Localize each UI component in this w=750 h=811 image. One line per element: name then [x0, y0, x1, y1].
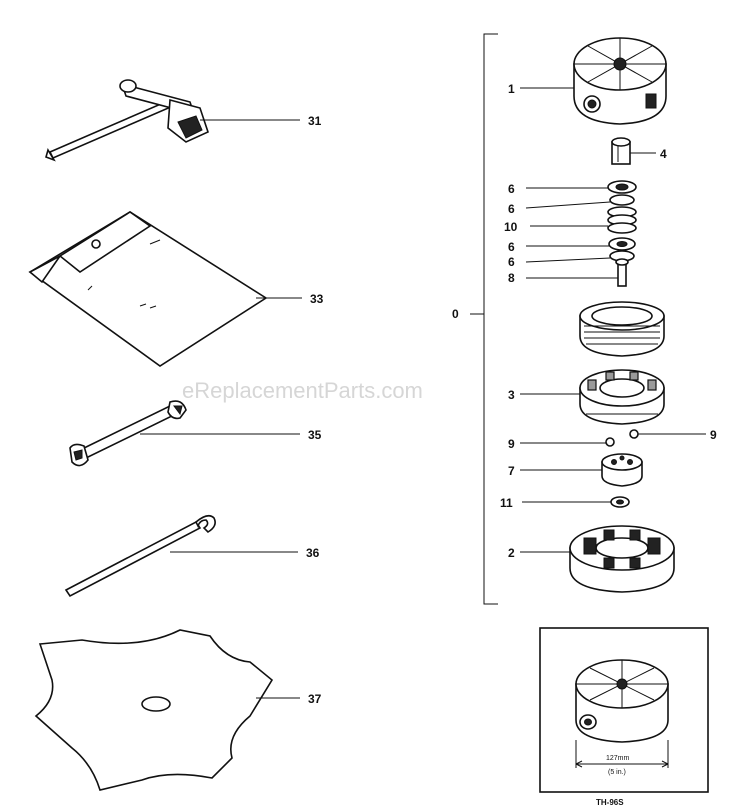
- callout-10: 10: [504, 220, 518, 234]
- callout-8: 8: [508, 271, 515, 285]
- part-37-blade: [34, 629, 274, 791]
- part-2-base: [569, 525, 675, 593]
- part-3-housing: [579, 369, 665, 425]
- part-11-washer: [610, 496, 630, 508]
- callout-6b: 6: [508, 202, 515, 216]
- callout-6c: 6: [508, 240, 515, 254]
- part-6-washer-a: [607, 180, 637, 194]
- part-33-manual: [28, 211, 268, 367]
- inset-assembled-head: 127mm (5 in.): [539, 627, 709, 793]
- part-9-ball-a: [605, 437, 615, 447]
- inset-dimension-in: (5 in.): [608, 769, 626, 776]
- callout-11: 11: [500, 496, 513, 510]
- callout-6d: 6: [508, 255, 515, 269]
- callout-4: 4: [660, 147, 667, 161]
- callout-36: 36: [306, 546, 320, 560]
- part-8-bolt: [615, 258, 629, 287]
- callout-37: 37: [308, 692, 322, 706]
- part-6-washer-c: [608, 237, 636, 251]
- callout-1: 1: [508, 82, 515, 96]
- part-9-ball-b: [629, 429, 639, 439]
- part-4-nut: [611, 137, 631, 165]
- callout-3: 3: [508, 388, 515, 402]
- line-spool: [579, 301, 665, 357]
- part-1-cover: [573, 37, 667, 125]
- part-10-spring: [607, 206, 637, 234]
- part-35-wrench: [69, 400, 187, 467]
- part-31-plug-wrench: [45, 79, 209, 162]
- callout-7: 7: [508, 464, 515, 478]
- callout-33: 33: [310, 292, 324, 306]
- callout-9b: 9: [710, 428, 717, 442]
- callout-9a: 9: [508, 437, 515, 451]
- callout-35: 35: [308, 428, 322, 442]
- leader-6b: [525, 201, 611, 209]
- assembly-bracket: [483, 33, 498, 605]
- inset-dimension-mm: 127mm: [606, 755, 630, 762]
- callout-31: 31: [308, 114, 322, 128]
- callout-2: 2: [508, 546, 515, 560]
- callout-6a: 6: [508, 182, 515, 196]
- part-6-washer-b: [609, 194, 635, 206]
- part-36-hook-rod: [64, 514, 216, 598]
- callout-0: 0: [452, 307, 459, 321]
- part-7-hub: [601, 453, 643, 487]
- watermark-text: eReplacementParts.com: [182, 378, 423, 403]
- leader-6d: [525, 257, 611, 263]
- inset-caption: TH-96S: [596, 798, 624, 807]
